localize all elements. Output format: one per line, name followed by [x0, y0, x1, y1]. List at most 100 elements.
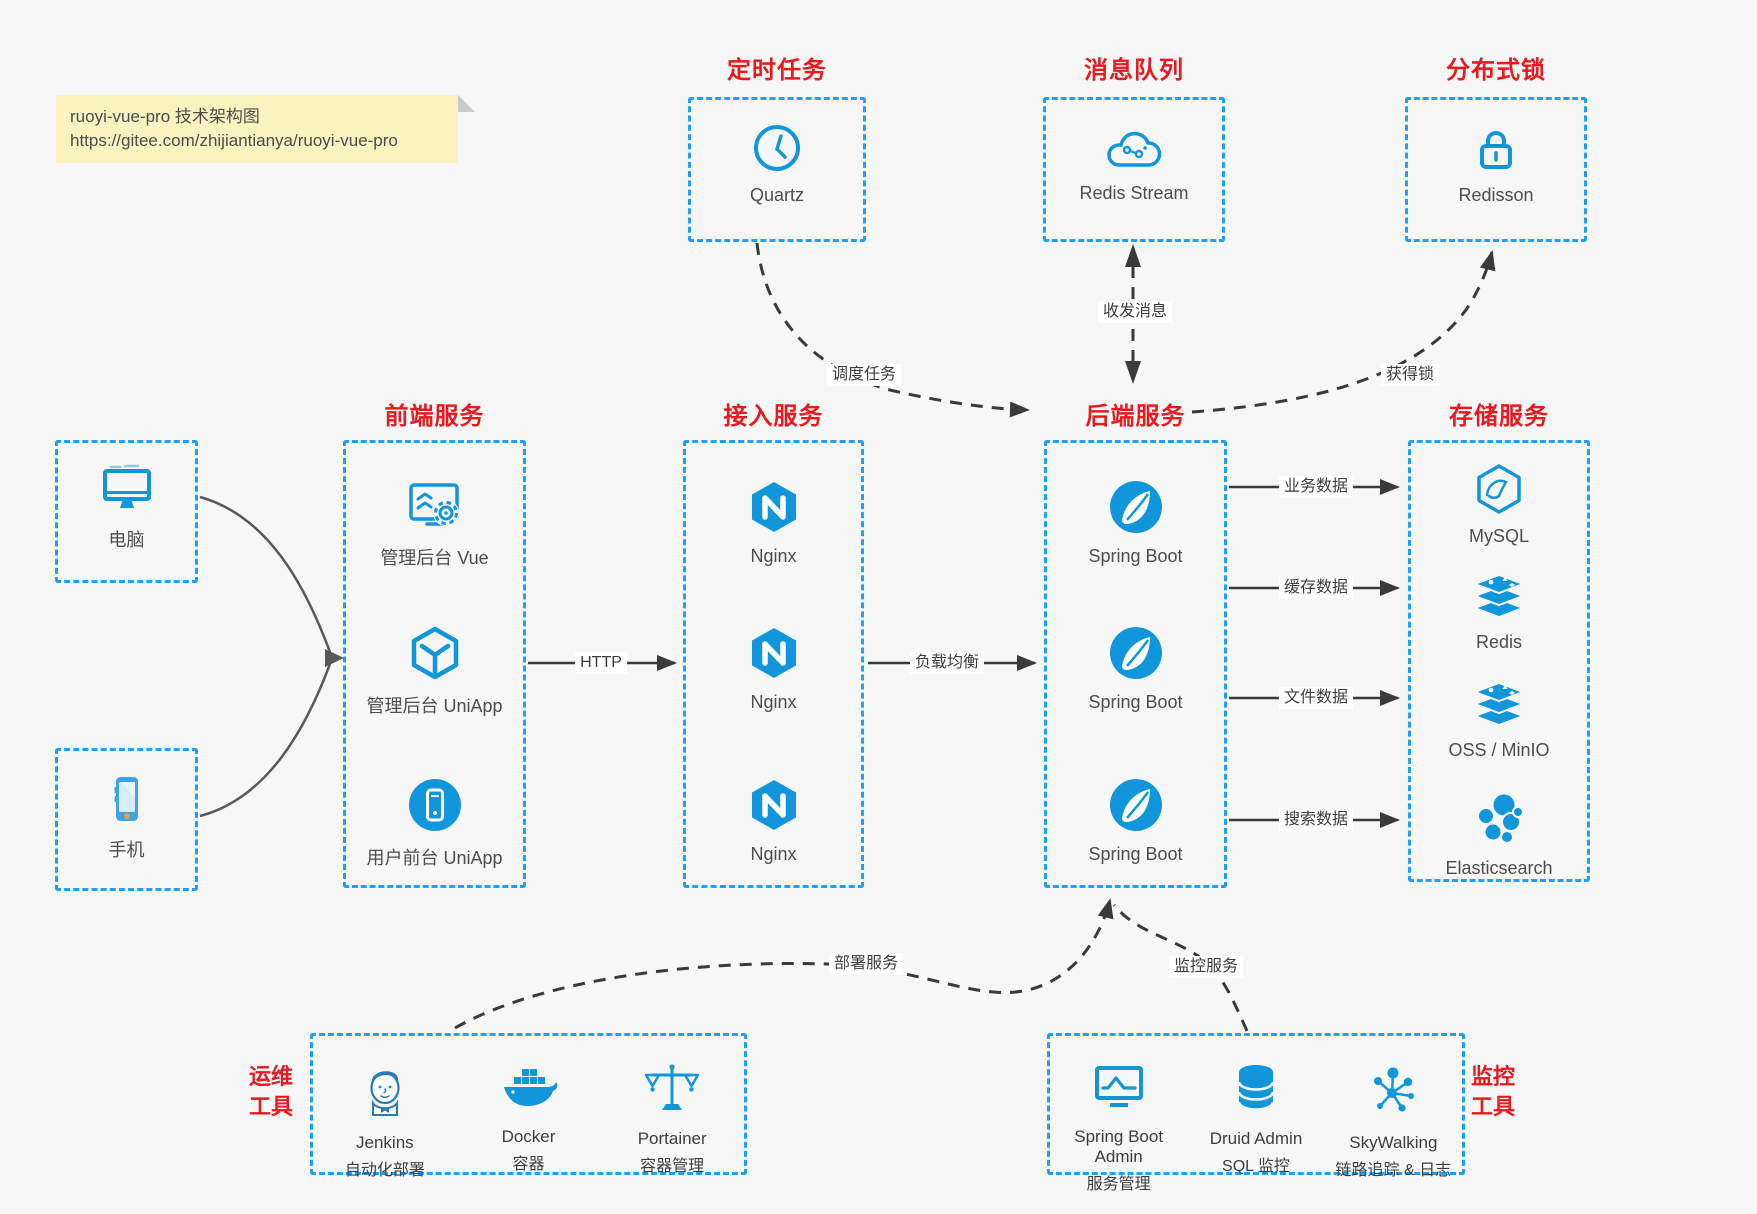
column-title-storage: 存储服务	[1449, 403, 1549, 430]
clock-icon	[751, 122, 803, 174]
column-box-storage: MySQL Redis OSS / MinIO Elasticsearch	[1408, 440, 1590, 882]
node-portainer: Portainer 容器管理	[600, 1036, 744, 1175]
group-box-distributed-lock: Redisson	[1405, 97, 1587, 242]
phone-icon	[99, 773, 155, 825]
sticky-note: ruoyi-vue-pro 技术架构图 https://gitee.com/zh…	[56, 95, 475, 163]
group-title-message-queue: 消息队列	[1084, 57, 1184, 84]
node-label: 电脑	[108, 530, 145, 550]
docker-icon	[500, 1062, 558, 1112]
node-redis: Redis	[1411, 571, 1587, 653]
node-user-uniapp: 用户前台 UniApp	[346, 777, 523, 870]
node-admin-uniapp: 管理后台 UniApp	[346, 625, 523, 718]
node-spring-boot-admin: Spring Boot Admin 服务管理	[1050, 1036, 1187, 1193]
node-label: Elasticsearch	[1445, 858, 1553, 878]
edge-label-message: 收发消息	[1097, 301, 1173, 323]
edge-label-search-data: 搜索数据	[1278, 809, 1354, 831]
node-redisson: Redisson	[1408, 122, 1584, 206]
node-sublabel: 容器	[512, 1156, 545, 1173]
node-label: Nginx	[750, 844, 797, 864]
skywalking-icon	[1365, 1062, 1421, 1118]
group-box-scheduled-task: Quartz	[688, 97, 866, 242]
column-title-backend: 后端服务	[1085, 403, 1186, 430]
ops-tools-label: 运维 工具	[248, 1064, 293, 1119]
column-title-gateway: 接入服务	[723, 403, 824, 430]
node-nginx-3: Nginx	[686, 777, 861, 865]
node-label: 管理后台 Vue	[380, 548, 489, 568]
lock-icon	[1470, 122, 1522, 174]
group-title-scheduled-task: 定时任务	[727, 57, 827, 84]
client-box-desktop: 电脑	[55, 440, 198, 583]
node-sublabel: SQL 监控	[1222, 1158, 1290, 1175]
springboot-admin-icon	[1091, 1062, 1147, 1112]
edge-monitor-arrow	[1112, 904, 1249, 1032]
edge-label-schedule: 调度任务	[826, 364, 902, 386]
edge-label-cache-data: 缓存数据	[1278, 577, 1354, 599]
column-title-frontend: 前端服务	[384, 403, 485, 430]
edge-label-monitor: 监控服务	[1168, 956, 1244, 978]
node-nginx-2: Nginx	[686, 625, 861, 713]
node-nginx-1: Nginx	[686, 479, 861, 567]
cloud-stream-icon	[1105, 126, 1163, 172]
node-sublabel: 容器管理	[640, 1158, 705, 1175]
node-label: OSS / MinIO	[1448, 740, 1550, 760]
node-label: 用户前台 UniApp	[366, 848, 503, 868]
nginx-icon	[746, 479, 802, 535]
node-label: Spring Boot	[1088, 546, 1183, 566]
node-phone: 手机	[58, 773, 195, 862]
node-label: Jenkins	[356, 1133, 414, 1152]
node-label: MySQL	[1468, 526, 1529, 546]
jenkins-icon	[359, 1062, 411, 1118]
node-label: Docker	[501, 1127, 556, 1146]
uniapp-cube-icon	[407, 625, 463, 681]
oss-minio-icon	[1471, 679, 1527, 729]
edge-label-load-balance: 负载均衡	[909, 652, 985, 674]
edge-desktop-to-frontend	[199, 495, 332, 653]
node-label: Spring Boot	[1088, 844, 1183, 864]
druid-icon	[1232, 1062, 1280, 1114]
edge-label-file-data: 文件数据	[1278, 687, 1354, 709]
node-label: Nginx	[750, 546, 797, 566]
spring-boot-icon	[1108, 625, 1164, 681]
portainer-icon	[644, 1062, 700, 1114]
node-label: 手机	[108, 840, 145, 860]
edge-message-arrowhead-down	[1125, 361, 1141, 384]
node-mysql: MySQL	[1411, 463, 1587, 547]
node-label: Redisson	[1458, 185, 1534, 205]
node-label: Nginx	[750, 692, 797, 712]
node-redis-stream: Redis Stream	[1046, 126, 1222, 204]
edge-client-arrowhead	[325, 649, 344, 667]
spring-boot-icon	[1108, 777, 1164, 833]
monitor-tools-label: 监控 工具	[1470, 1064, 1515, 1119]
edge-label-deploy: 部署服务	[828, 953, 904, 975]
redis-icon	[1471, 571, 1527, 621]
node-admin-vue: 管理后台 Vue	[346, 479, 523, 570]
spring-boot-icon	[1108, 479, 1164, 535]
node-label: SkyWalking	[1349, 1133, 1438, 1152]
nginx-icon	[746, 625, 802, 681]
node-sublabel: 自动化部署	[344, 1162, 425, 1179]
note-fold	[458, 95, 475, 112]
group-box-message-queue: Redis Stream	[1043, 97, 1225, 242]
edge-label-lock: 获得锁	[1380, 364, 1440, 386]
note-link: https://gitee.com/zhijiantianya/ruoyi-vu…	[70, 131, 398, 150]
node-label: Portainer	[637, 1129, 707, 1148]
mobile-app-icon	[407, 777, 463, 833]
node-label: Redis	[1475, 632, 1523, 652]
edge-message-arrowhead-up	[1125, 244, 1141, 267]
edge-phone-to-frontend	[199, 663, 332, 818]
client-box-phone: 手机	[55, 748, 198, 891]
column-box-frontend: 管理后台 Vue 管理后台 UniApp 用户前台 UniApp	[343, 440, 526, 888]
node-skywalking: SkyWalking 链路追踪 & 日志	[1325, 1036, 1462, 1179]
node-label: 管理后台 UniApp	[366, 696, 503, 716]
node-druid-admin: Druid Admin SQL 监控	[1187, 1036, 1324, 1175]
elasticsearch-icon	[1471, 791, 1527, 847]
node-label: Spring Boot Admin	[1074, 1127, 1164, 1166]
node-sublabel: 链路追踪 & 日志	[1335, 1162, 1452, 1179]
node-quartz: Quartz	[691, 122, 863, 206]
column-box-gateway: Nginx Nginx Nginx	[683, 440, 864, 888]
node-label: Quartz	[749, 185, 805, 205]
edge-lock-arrow	[1191, 250, 1496, 414]
node-spring-boot-1: Spring Boot	[1047, 479, 1224, 567]
node-spring-boot-3: Spring Boot	[1047, 777, 1224, 865]
